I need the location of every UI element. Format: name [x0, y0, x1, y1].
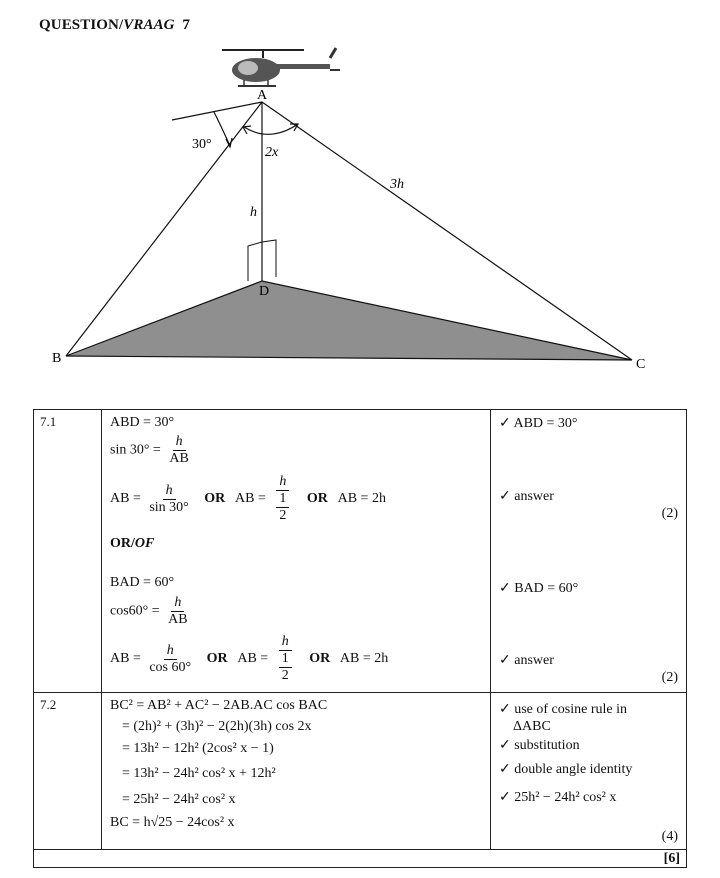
vertex-B-label: B [52, 351, 61, 366]
q72-working: BC² = AB² + AC² − 2AB.AC cos BAC = (2h)²… [101, 692, 491, 850]
side-h-label: h [250, 205, 257, 220]
angle-2x-label: 2x [265, 145, 279, 160]
vertex-A-label: A [257, 88, 268, 103]
q72-m1b: ΔABC [513, 719, 551, 734]
side-3h-label: 3h [389, 177, 404, 192]
q71-l4: BAD = 60° [110, 575, 175, 590]
q72-l1: BC² = AB² + AC² − 2AB.AC cos BAC [110, 698, 328, 713]
q72-number: 7.2 [33, 692, 102, 850]
q71-m1: ✓ ABD = 30° [499, 416, 578, 431]
q72-l4: = 13h² − 24h² cos² x + 12h² [122, 766, 276, 781]
q71-marks: ✓ ABD = 30° ✓ answer (2) ✓ BAD = 60° ✓ a… [490, 409, 687, 693]
q71-marks-b: (2) [661, 670, 678, 685]
triangle-diagram: A B C D 30° 2x h 3h [52, 47, 645, 372]
row-total: [6] [33, 849, 687, 868]
q72-l2: = (2h)² + (3h)² − 2(2h)(3h) cos 2x [122, 719, 312, 734]
q72-m1a: ✓ use of cosine rule in [499, 702, 627, 717]
line-AC [261, 101, 633, 361]
q71-number: 7.1 [33, 409, 102, 693]
q72-m3: ✓ double angle identity [499, 762, 633, 777]
q72-l6: BC = h√25 − 24cos² x [110, 815, 235, 830]
q71-marks-a: (2) [661, 506, 678, 521]
q71-m4: ✓ answer [499, 653, 554, 668]
q72-l3: = 13h² − 12h² (2cos² x − 1) [122, 741, 274, 756]
row-7-2: 7.2 BC² = AB² + AC² − 2AB.AC cos BAC = (… [33, 692, 687, 850]
q72-m2: ✓ substitution [499, 738, 580, 753]
vertex-D-label: D [259, 284, 269, 299]
q71-l1: ABD = 30° [110, 415, 175, 430]
q72-l5: = 25h² − 24h² cos² x [122, 792, 236, 807]
vertex-C-label: C [636, 357, 645, 372]
right-angle-marker [247, 241, 263, 281]
q72-marks-total: (4) [661, 829, 678, 844]
angle-2x-arc [243, 123, 299, 135]
q71-m2: ✓ answer [499, 489, 554, 504]
helicopter-icon [222, 47, 340, 87]
angle-30-label: 30° [192, 137, 212, 152]
q71-or-of: OR/OF [110, 536, 155, 551]
question-title: QUESTION/VRAAG 7 [39, 17, 190, 33]
q72-m4: ✓ 25h² − 24h² cos² x [499, 790, 617, 805]
total-marks: [6] [33, 849, 687, 868]
ground-triangle [65, 280, 633, 361]
q71-m3: ✓ BAD = 60° [499, 581, 579, 596]
horizontal-ref-line [171, 101, 263, 121]
q72-marks: ✓ use of cosine rule in ΔABC ✓ substitut… [490, 692, 687, 850]
